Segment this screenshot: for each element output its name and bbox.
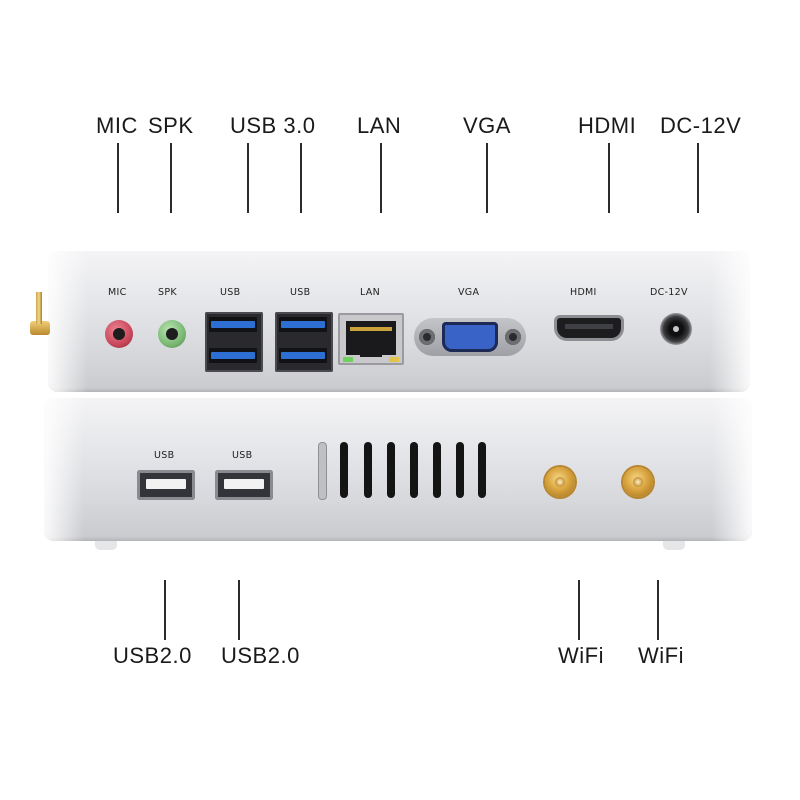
vga-screw-left — [419, 329, 435, 345]
vent-slot — [387, 442, 395, 498]
usb2-port-b — [215, 470, 273, 500]
leader-usb-a — [247, 143, 249, 213]
vent-slot — [478, 442, 486, 498]
callout-wifi-a: WiFi — [558, 643, 604, 668]
leader-wifi-a — [578, 580, 580, 640]
mic-jack — [105, 320, 133, 348]
hdmi-port — [557, 318, 621, 338]
lan-led-yellow — [389, 357, 399, 362]
vent-slot — [318, 442, 327, 500]
vent-slot — [340, 442, 348, 498]
callout-usb20-a: USB2.0 — [113, 643, 192, 668]
port-label-hdmi: HDMI — [570, 287, 597, 298]
vga-screw-right — [505, 329, 521, 345]
leader-mic — [117, 143, 119, 213]
usb2-port-a — [137, 470, 195, 500]
dc-jack — [660, 313, 692, 345]
lan-led-green — [343, 357, 353, 362]
foot-left — [95, 541, 117, 550]
lan-port — [338, 313, 404, 365]
leader-vga — [486, 143, 488, 213]
port-label-front-usb-b: USB — [232, 450, 253, 461]
vent-slot — [410, 442, 418, 498]
callout-dc: DC-12V — [660, 113, 742, 138]
callout-wifi-b: WiFi — [638, 643, 684, 668]
foot-right — [663, 541, 685, 550]
leader-wifi-b — [657, 580, 659, 640]
spk-jack — [158, 320, 186, 348]
leader-usb20-b — [238, 580, 240, 640]
port-label-front-usb-a: USB — [154, 450, 175, 461]
leader-usb-b — [300, 143, 302, 213]
leader-spk — [170, 143, 172, 213]
callout-hdmi: HDMI — [578, 113, 637, 138]
wifi-antenna-connector-b — [623, 467, 653, 497]
port-label-usb-b: USB — [290, 287, 311, 298]
leader-lan — [380, 143, 382, 213]
port-label-dc: DC-12V — [650, 287, 688, 298]
leader-hdmi — [608, 143, 610, 213]
vga-connector — [442, 322, 498, 352]
leader-usb20-a — [164, 580, 166, 640]
wifi-antenna-connector-a — [545, 467, 575, 497]
vent-grille — [318, 442, 498, 502]
vent-slot — [433, 442, 441, 498]
side-antenna-connector — [30, 321, 50, 335]
port-label-mic: MIC — [108, 287, 127, 298]
port-label-spk: SPK — [158, 287, 177, 298]
vent-slot — [364, 442, 372, 498]
callout-vga: VGA — [463, 113, 511, 138]
usb3-port-stack-a — [205, 312, 263, 372]
vga-port — [414, 318, 526, 356]
port-label-usb-a: USB — [220, 287, 241, 298]
callout-lan: LAN — [357, 113, 402, 138]
port-label-lan: LAN — [360, 287, 381, 298]
usb3-port-stack-b — [275, 312, 333, 372]
side-antenna-post — [36, 292, 42, 324]
callout-mic: MIC — [96, 113, 138, 138]
callout-usb30: USB 3.0 — [230, 113, 316, 138]
port-label-vga: VGA — [458, 287, 480, 298]
vent-slot — [456, 442, 464, 498]
leader-dc — [697, 143, 699, 213]
callout-spk: SPK — [148, 113, 194, 138]
callout-usb20-b: USB2.0 — [221, 643, 300, 668]
